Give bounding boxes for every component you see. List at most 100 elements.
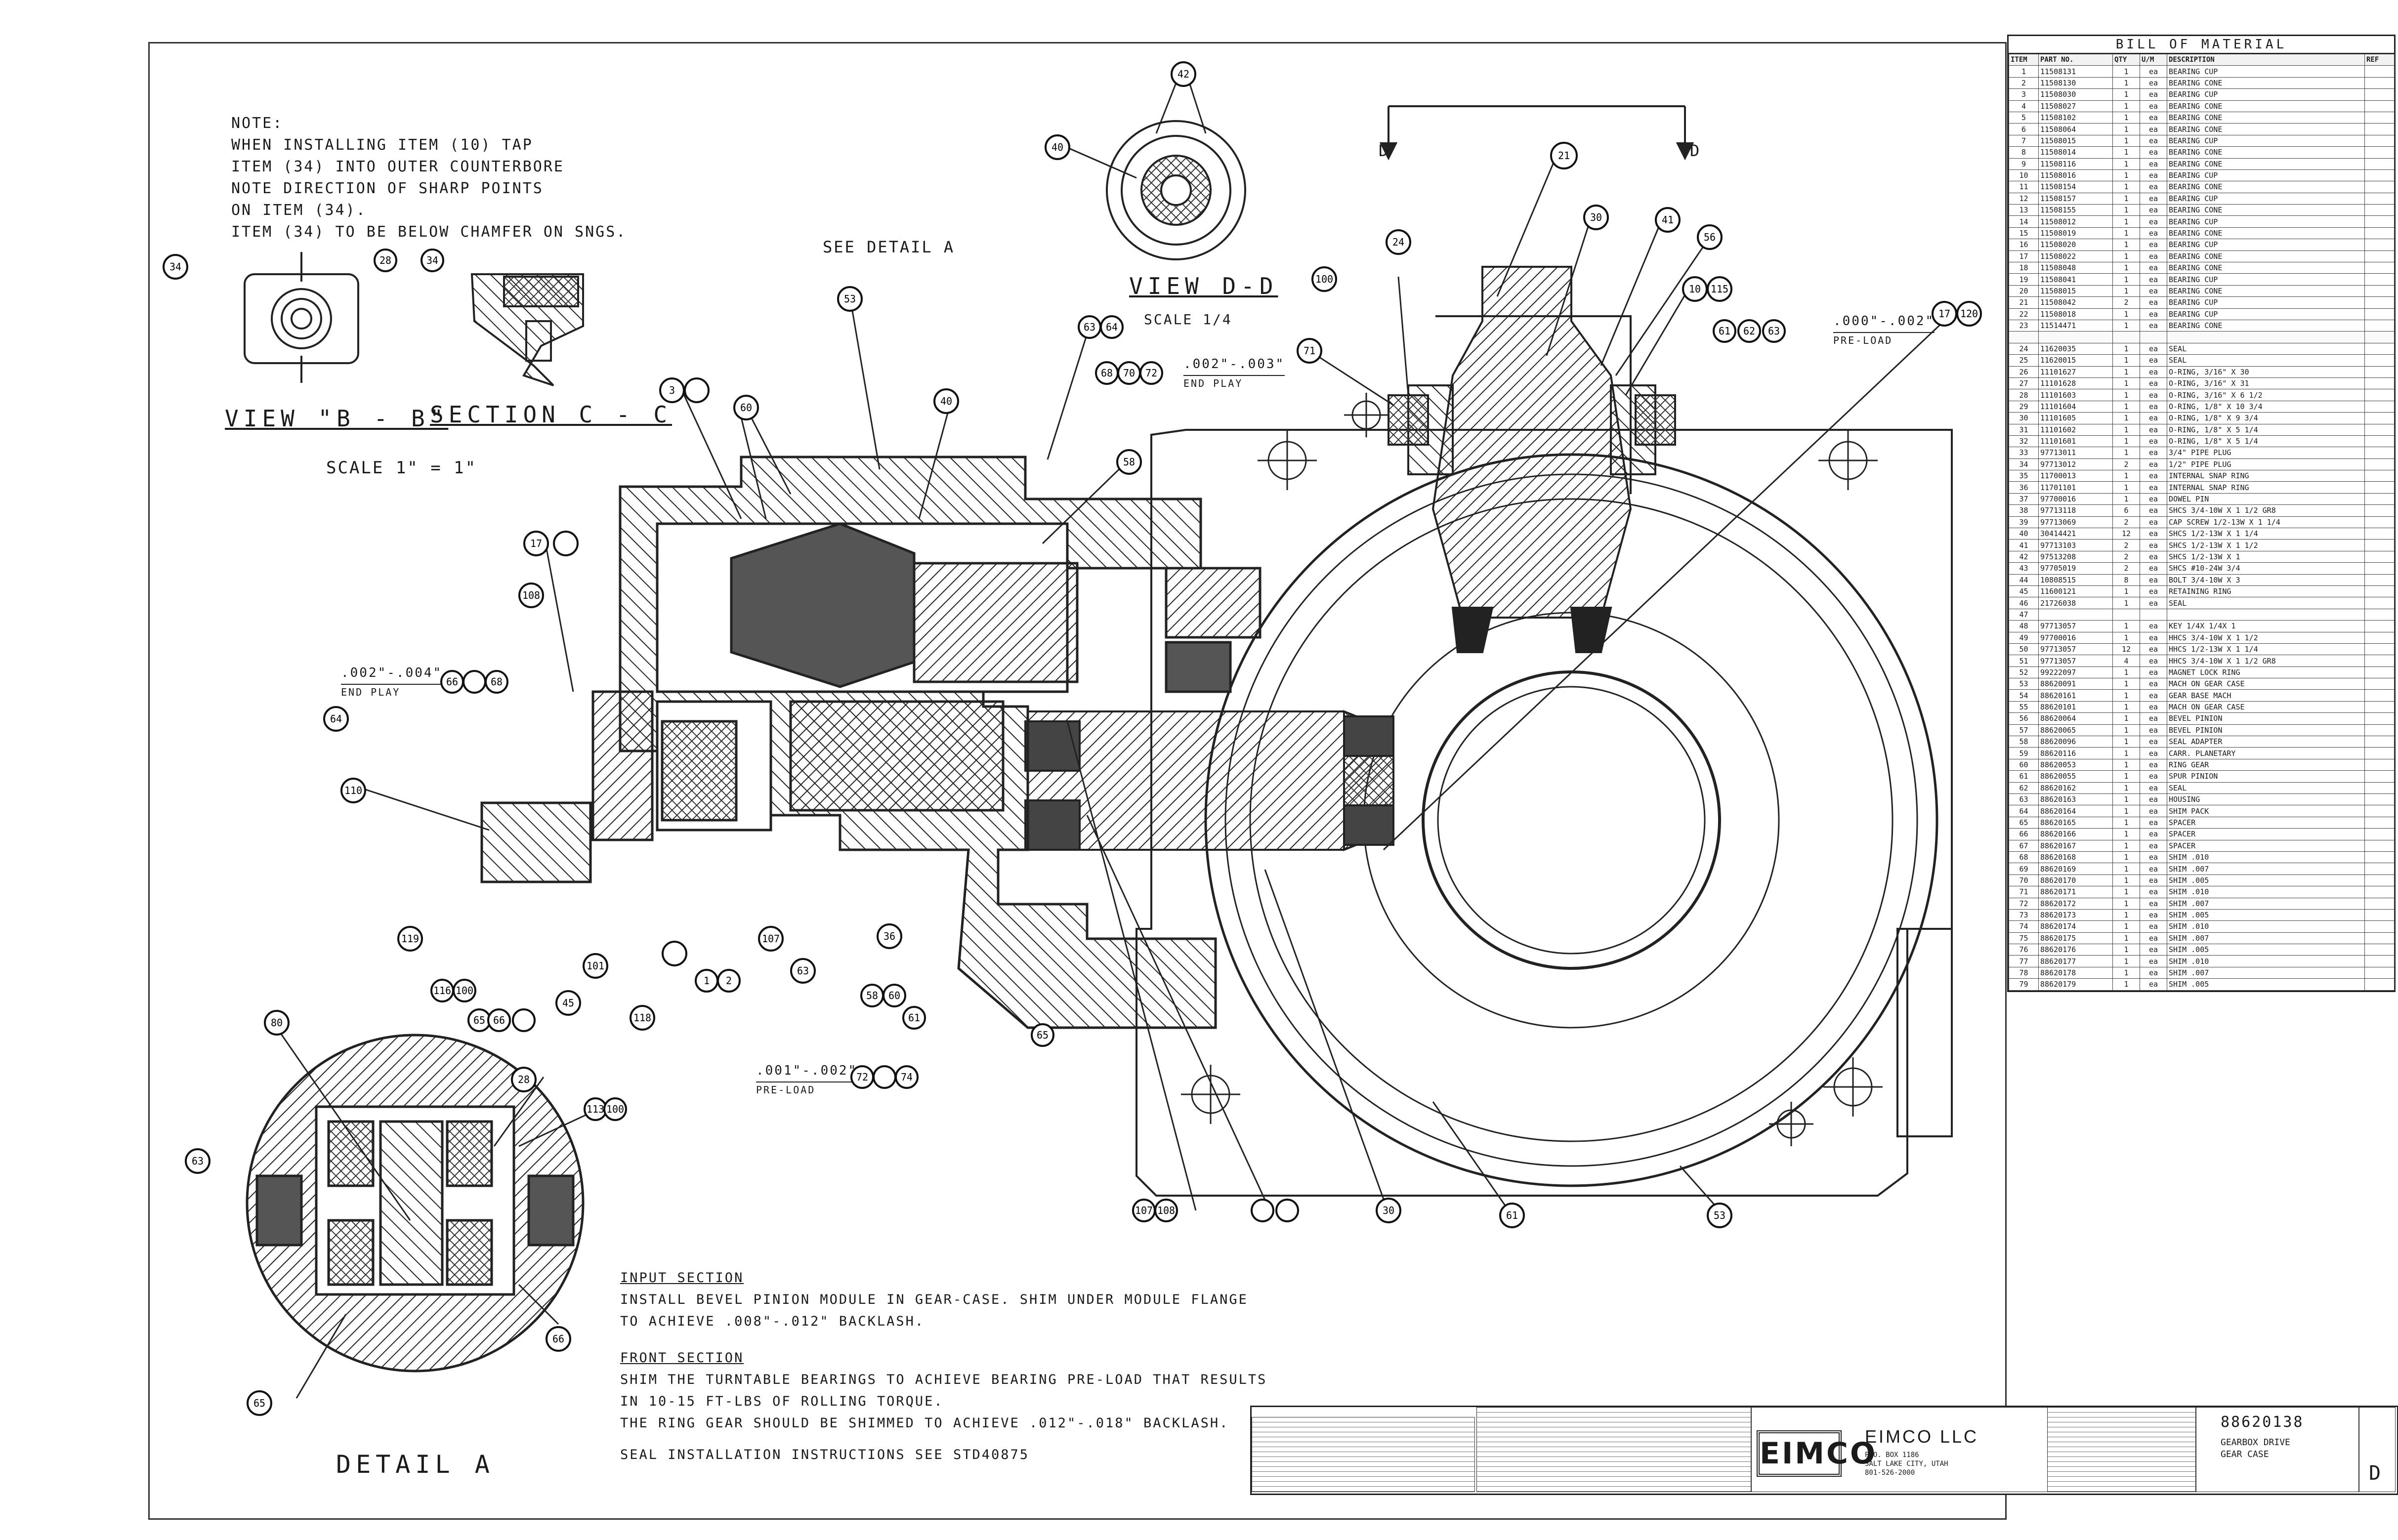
- bom-cell: ea: [2140, 643, 2167, 656]
- bom-cell: 11508014: [2038, 146, 2113, 159]
- balloon-text: 118: [633, 1012, 651, 1024]
- bom-cell: ea: [2140, 805, 2167, 817]
- balloon-text: 100: [1315, 273, 1333, 285]
- bom-cell: [2364, 816, 2395, 829]
- bom-cell: ea: [2140, 123, 2167, 135]
- bom-cell: 1: [2112, 689, 2140, 702]
- bom-cell: 1: [2112, 250, 2140, 263]
- balloon: 70: [1117, 361, 1141, 385]
- bom-cell: [2364, 377, 2395, 390]
- bom-cell: ea: [2140, 366, 2167, 378]
- bom-cell: 1: [2112, 400, 2140, 413]
- bom-cell: BEARING CONE: [2167, 100, 2365, 112]
- bom-cell: 11508042: [2038, 296, 2113, 309]
- balloon: 115: [1707, 276, 1732, 302]
- bom-title: BILL OF MATERIAL: [2009, 36, 2394, 54]
- bom-cell: [2364, 978, 2395, 991]
- drawing-border: [148, 42, 2007, 1520]
- bom-cell: ea: [2140, 239, 2167, 251]
- balloon-text: 21: [1558, 150, 1570, 162]
- bom-cell: [2364, 608, 2395, 621]
- bom-cell: ea: [2140, 597, 2167, 609]
- bom-cell: 1/2" PIPE PLUG: [2167, 458, 2365, 471]
- bom-cell: 88620170: [2038, 874, 2113, 887]
- bom-cell: 21: [2009, 296, 2039, 309]
- bom-cell: [2364, 944, 2395, 956]
- bom-cell: ea: [2140, 377, 2167, 390]
- bom-cell: SHIM .005: [2167, 874, 2365, 887]
- bom-cell: 61: [2009, 770, 2039, 783]
- bom-cell: 1: [2112, 863, 2140, 875]
- balloon-text: 107: [1135, 1205, 1153, 1216]
- bom-cell: 88620166: [2038, 828, 2113, 840]
- bom-cell: 88620179: [2038, 978, 2113, 991]
- bom-cell: 11620015: [2038, 354, 2113, 367]
- bom-cell: 1: [2112, 666, 2140, 679]
- bom-cell: 1: [2112, 828, 2140, 840]
- bom-cell: 88620116: [2038, 747, 2113, 759]
- bom-cell: 3/4" PIPE PLUG: [2167, 447, 2365, 459]
- balloon: 116: [430, 979, 454, 1002]
- bom-cell: ea: [2140, 354, 2167, 367]
- bom-cell: [2364, 655, 2395, 667]
- bom-cell: 27: [2009, 377, 2039, 390]
- bom-cell: 88620171: [2038, 886, 2113, 898]
- balloon: 56: [1697, 224, 1723, 250]
- front-section-line: THE RING GEAR SHOULD BE SHIMMED TO ACHIE…: [620, 1415, 1229, 1431]
- bom-cell: 11701101: [2038, 481, 2113, 494]
- balloon: 58: [860, 984, 884, 1007]
- bom-cell: 1: [2112, 169, 2140, 182]
- bom-cell: 1: [2112, 944, 2140, 956]
- bom-cell: ea: [2140, 227, 2167, 240]
- bom-row: [2009, 331, 2395, 343]
- bom-cell: 88620065: [2038, 724, 2113, 737]
- front-section-line: SHIM THE TURNTABLE BEARINGS TO ACHIEVE B…: [620, 1372, 1267, 1387]
- bom-cell: 11101628: [2038, 377, 2113, 390]
- bom-cell: 88620064: [2038, 712, 2113, 725]
- balloon-text: 64: [1106, 321, 1118, 333]
- balloon: 71: [1297, 338, 1322, 364]
- bom-cell: 1: [2112, 319, 2140, 332]
- bom-cell: BEARING CUP: [2167, 134, 2365, 147]
- bom-cell: ea: [2140, 192, 2167, 205]
- bom-cell: SPUR PINION: [2167, 770, 2365, 783]
- bom-cell: [2364, 493, 2395, 505]
- bom-cell: [2364, 435, 2395, 448]
- balloon: 66: [546, 1326, 571, 1352]
- balloon-text: 107: [762, 933, 780, 945]
- balloon: 40: [933, 388, 959, 414]
- balloon-text: 108: [1157, 1205, 1175, 1216]
- bom-cell: 53: [2009, 678, 2039, 690]
- bom-header-cell: DESCRIPTION: [2167, 53, 2365, 66]
- bom-cell: 39: [2009, 516, 2039, 529]
- bom-cell: [2364, 123, 2395, 135]
- revision-block: [1252, 1417, 1475, 1492]
- bom-cell: 11508015: [2038, 134, 2113, 147]
- balloon: 68: [485, 670, 508, 694]
- balloon: 3: [659, 377, 685, 403]
- balloon: 1: [695, 969, 718, 993]
- bom-cell: [2364, 111, 2395, 124]
- balloon: 107: [1132, 1199, 1156, 1222]
- balloon: 24: [1386, 229, 1411, 255]
- bom-cell: [2364, 597, 2395, 609]
- bom-cell: 1: [2112, 192, 2140, 205]
- bom-cell: O-RING, 3/16" X 30: [2167, 366, 2365, 378]
- bom-cell: ea: [2140, 655, 2167, 667]
- balloon: [1251, 1199, 1274, 1222]
- bom-cell: 11508030: [2038, 88, 2113, 101]
- bom-cell: 11: [2009, 181, 2039, 193]
- balloon: 101: [583, 953, 608, 979]
